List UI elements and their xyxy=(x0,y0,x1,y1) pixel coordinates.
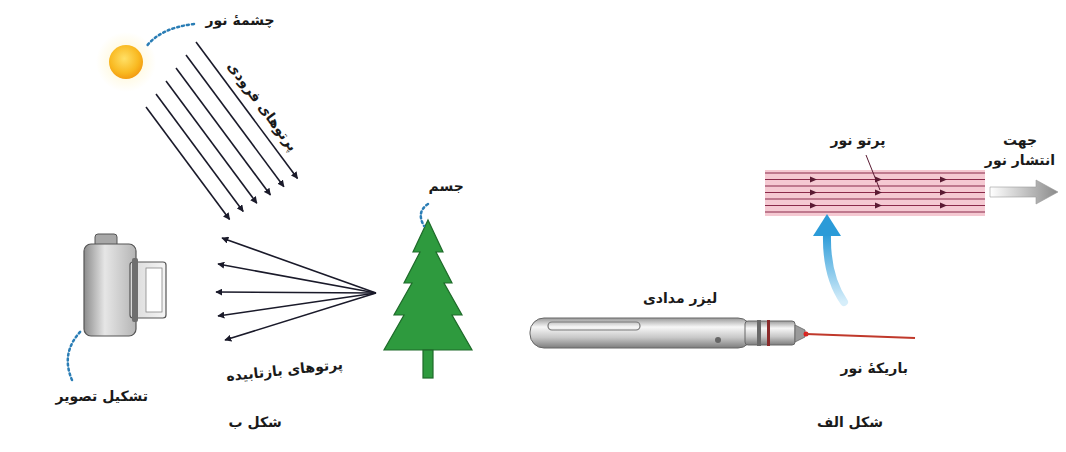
laser-ring xyxy=(767,320,770,346)
tree xyxy=(384,220,472,350)
zoom-arrowhead xyxy=(813,214,841,236)
arrowhead xyxy=(875,190,882,196)
arrowhead xyxy=(940,203,947,209)
figure-label: شکل ب xyxy=(229,412,282,432)
laser-body xyxy=(530,318,752,348)
ray-line xyxy=(765,172,985,173)
camera-lens-glass xyxy=(146,268,162,312)
reflected-ray xyxy=(222,238,376,293)
laser-button xyxy=(715,337,721,343)
arrowhead xyxy=(810,177,817,183)
laser-pointer xyxy=(530,318,915,348)
arrowhead xyxy=(810,190,817,196)
arrowhead xyxy=(940,190,947,196)
leader-line xyxy=(421,204,428,226)
light-ray-label: پرتو نور xyxy=(831,130,886,150)
leader-line xyxy=(68,330,82,380)
laser-nozzle xyxy=(795,325,805,342)
object-label: جسم xyxy=(429,176,464,196)
laser-pointer-label: لیزر مدادی xyxy=(643,288,717,308)
tree-trunk xyxy=(423,350,433,378)
incident-ray xyxy=(156,94,243,211)
reflected-ray xyxy=(218,264,376,293)
incident-ray xyxy=(196,42,298,179)
reflected-ray xyxy=(216,292,376,293)
arrowhead xyxy=(875,203,882,209)
reflected-rays-label: پرتوهای بازتابیده xyxy=(225,354,344,386)
camera-body xyxy=(84,244,136,336)
sun xyxy=(109,45,143,79)
arrowhead xyxy=(810,203,817,209)
ray-line xyxy=(765,198,985,199)
leader-line xyxy=(146,24,194,47)
laser-beam xyxy=(806,334,915,338)
arrowhead xyxy=(940,177,947,183)
light-beam-label: باریکهٔ نور xyxy=(841,358,908,378)
zoom-arrow xyxy=(827,234,844,302)
sun-glow xyxy=(96,32,156,92)
reflected-rays xyxy=(216,238,376,340)
figure-label: شکل الف xyxy=(817,412,883,432)
band-arrowheads xyxy=(810,177,947,209)
propagation-direction-label: جهت انتشار نور xyxy=(981,130,1059,171)
light-source-label: چشمهٔ نور xyxy=(206,10,275,30)
incident-ray xyxy=(166,81,257,203)
camera-ring xyxy=(132,258,138,322)
laser-clip xyxy=(548,322,640,330)
image-formation-label: تشکیل تصویر xyxy=(56,386,149,406)
laser-tip xyxy=(745,321,795,345)
incident-rays-label: پرتوهای فرودی xyxy=(222,57,302,155)
ray-line xyxy=(765,211,985,212)
leader-line xyxy=(866,155,880,190)
direction-arrow xyxy=(990,180,1058,204)
reflected-ray xyxy=(225,293,376,340)
laser-ring xyxy=(757,320,761,346)
band-lines xyxy=(765,173,985,212)
incident-ray xyxy=(146,107,230,219)
reflected-ray xyxy=(218,293,376,316)
camera xyxy=(84,234,166,336)
ray-line xyxy=(765,185,985,186)
